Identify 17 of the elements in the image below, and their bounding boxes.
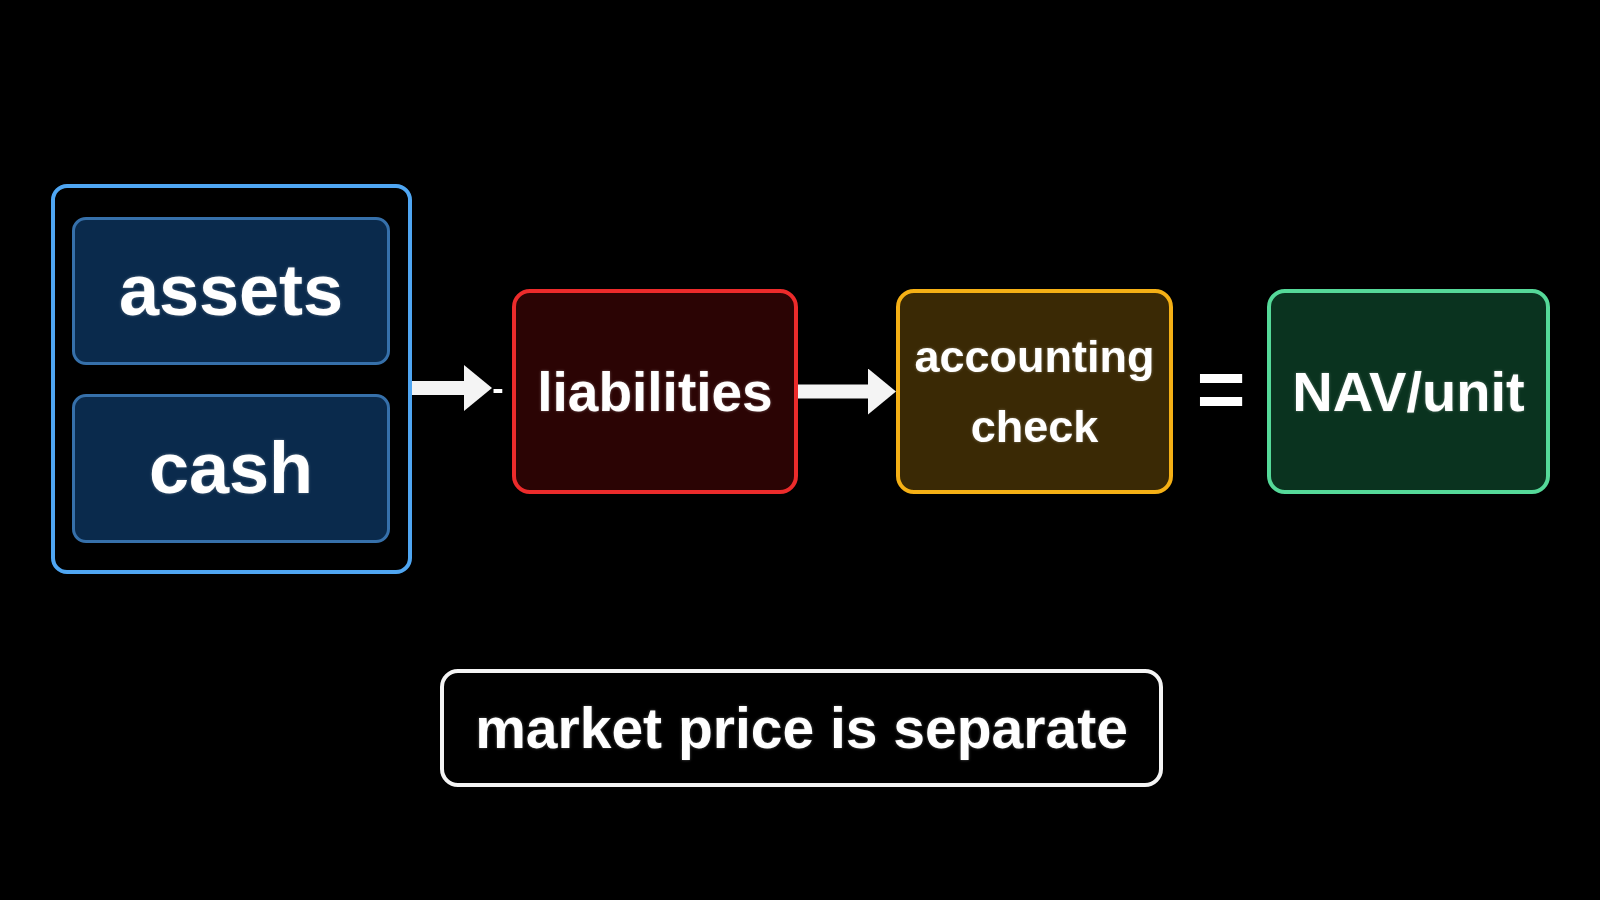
node-label: NAV/unit [1292, 358, 1525, 425]
process-box [512, 289, 798, 494]
note-box [440, 669, 1163, 787]
inner-box [72, 394, 390, 543]
arrow [412, 365, 492, 411]
node-label: accounting check [913, 329, 1156, 454]
node-label: cash [148, 428, 314, 509]
minus-sign: - [492, 381, 504, 395]
inner-box [72, 217, 390, 365]
group-frame [51, 184, 412, 574]
node-label: market price is separate [475, 694, 1128, 762]
result-box [1267, 289, 1550, 494]
process-box [896, 289, 1173, 494]
node-label: liabilities [537, 359, 773, 425]
equals-sign: = [1196, 369, 1246, 409]
node-label: assets [118, 251, 344, 331]
arrow [798, 368, 896, 415]
